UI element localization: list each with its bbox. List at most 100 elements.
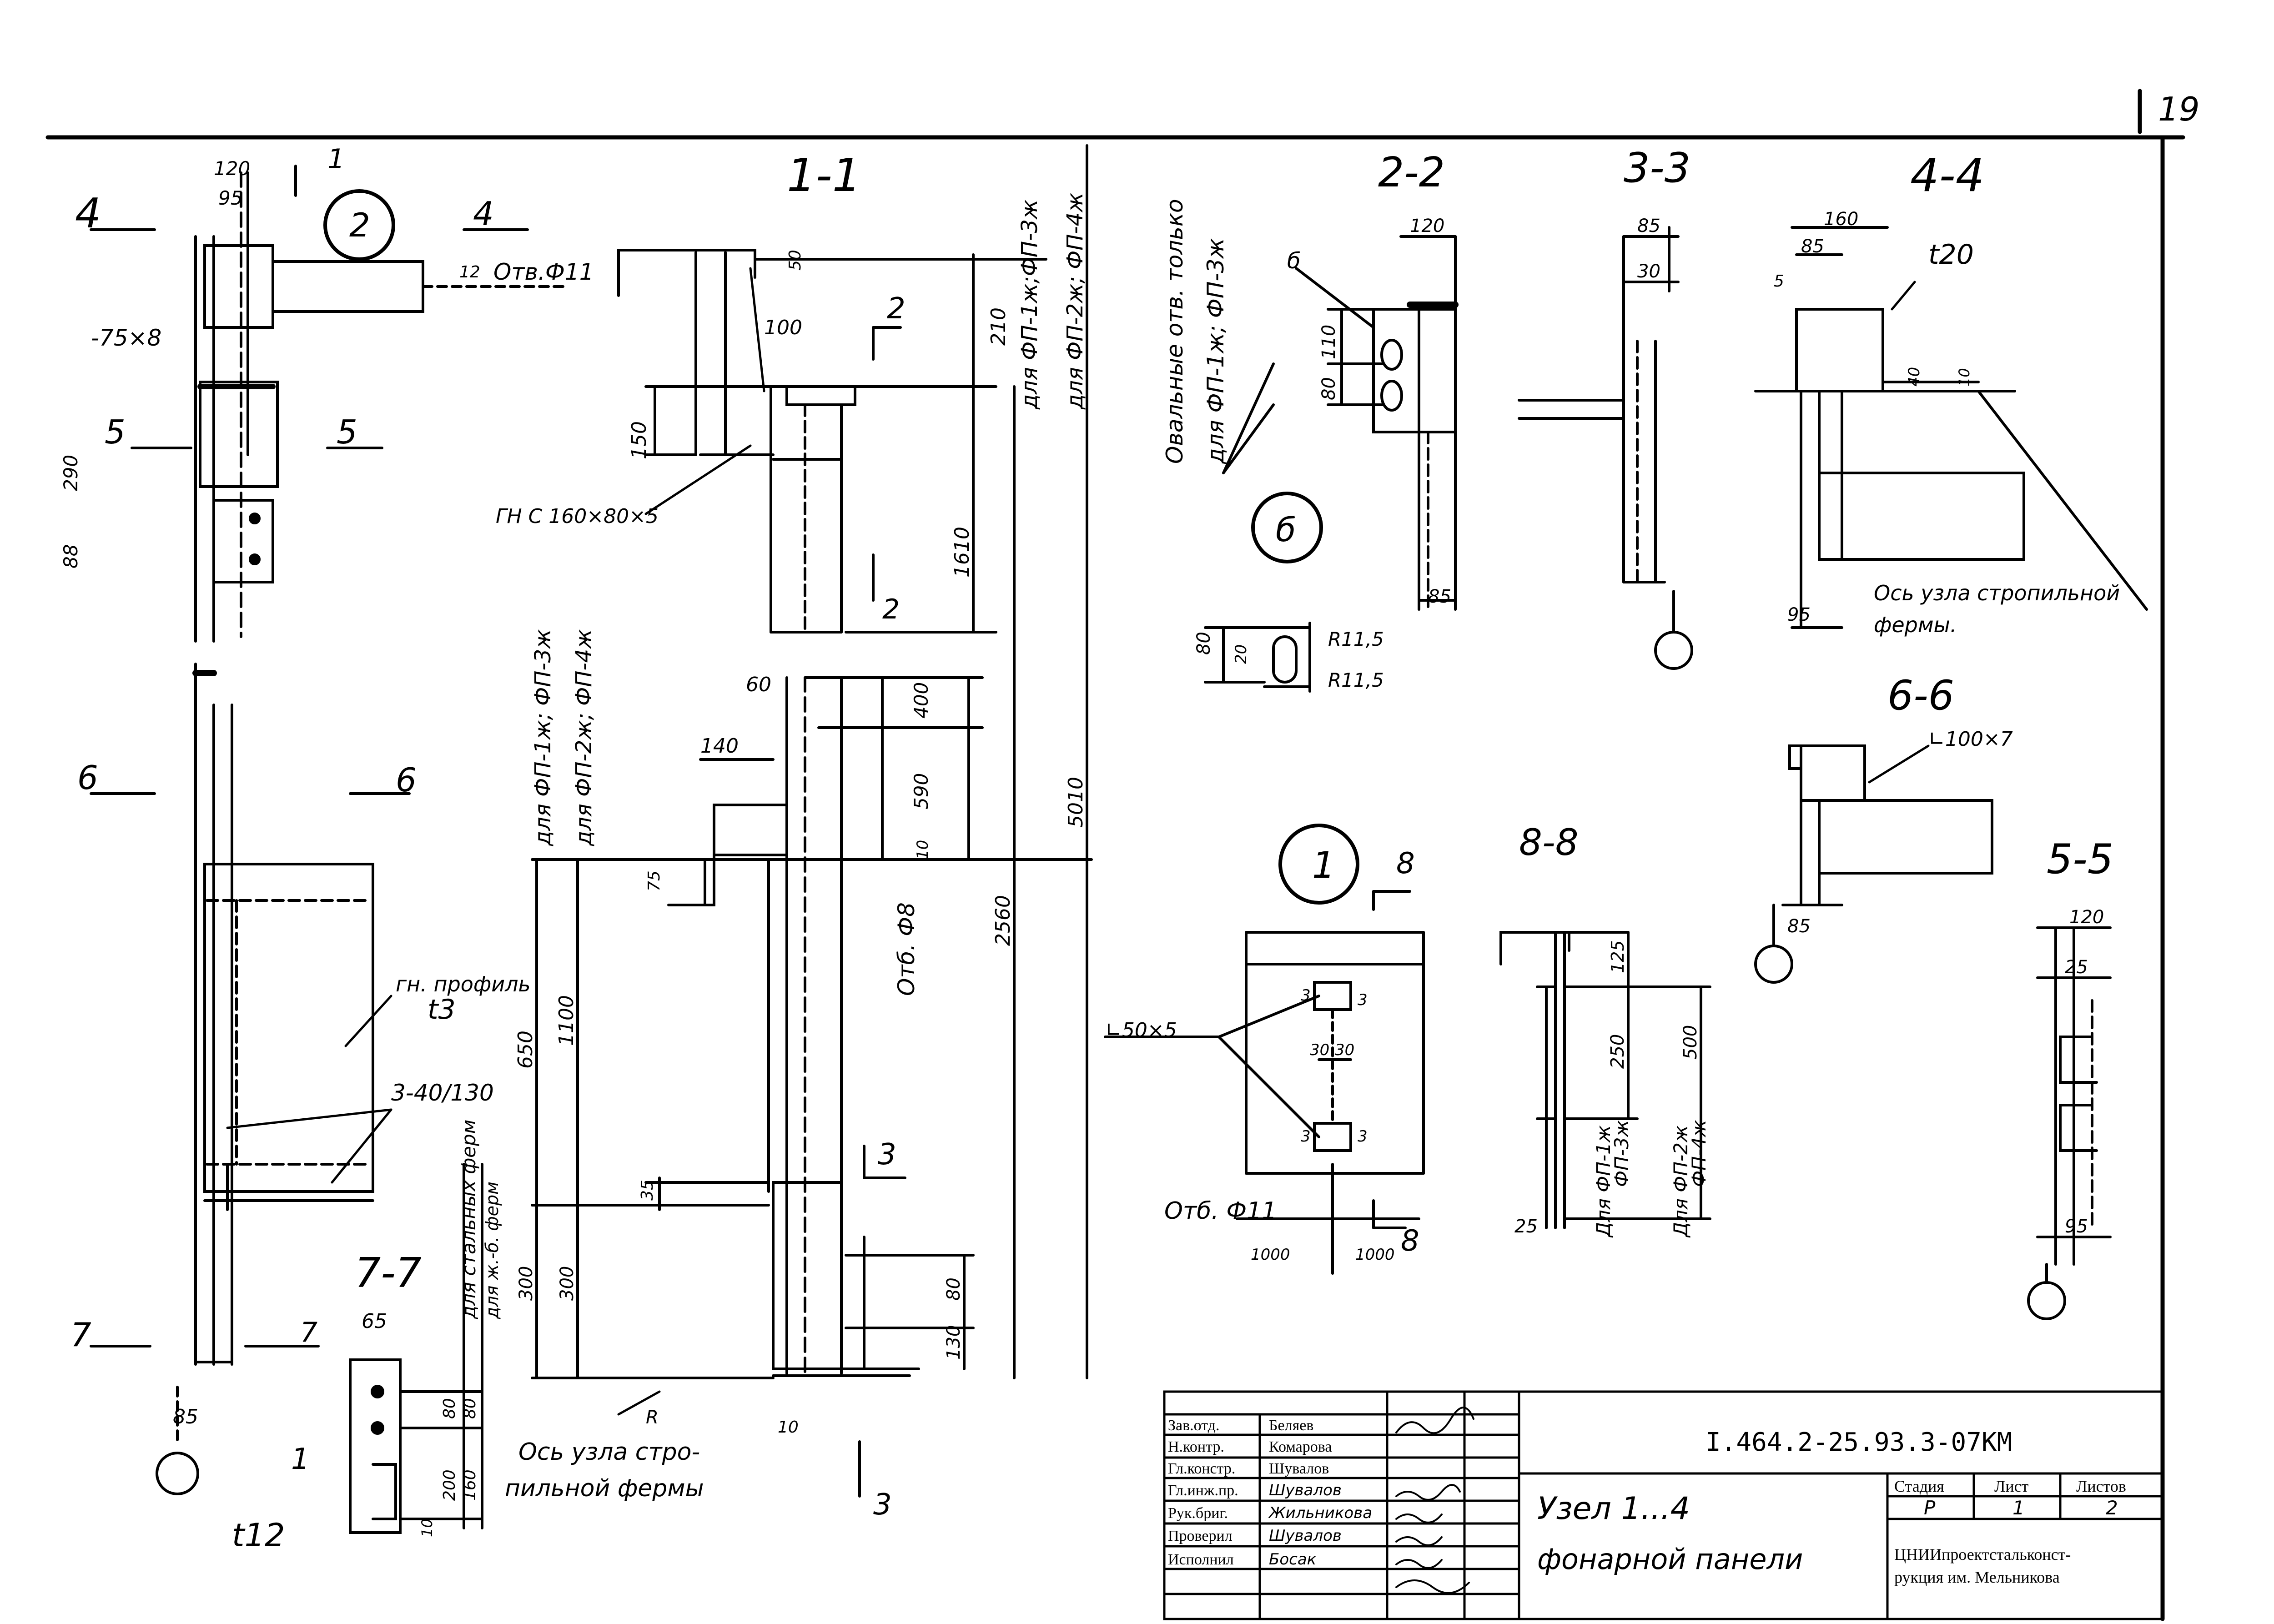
callout-oval-holes: Овальные отв. только (1162, 199, 1188, 464)
dim-80-11: 80 (943, 1277, 964, 1301)
callout-gn-160: ГН С 160×80×5 (496, 505, 659, 528)
dim-5010: 5010 (1064, 777, 1087, 828)
callout-top-fp24: для ФП-2ж; ФП-4ж (1062, 193, 1088, 410)
callout-t20: t20 (1928, 239, 1974, 271)
dim-30-n1b: 30 (1335, 1041, 1354, 1059)
page-number: 19 (2158, 90, 2200, 128)
dim-25-88: 25 (1514, 1216, 1538, 1237)
callout-oval-for: для ФП-1ж; ФП-3ж (1202, 238, 1229, 464)
callout-truss-axis-44: Ось узла стропильной (1874, 581, 2120, 605)
dim-3-n1c: 3 (1301, 1127, 1311, 1146)
section-6-6-title: 6-6 (1887, 672, 1954, 719)
cut-4-right: 4 (473, 195, 494, 233)
dim-40-44: 40 (1905, 367, 1923, 387)
tb-role-1: Н.контр. (1168, 1438, 1224, 1455)
callout-plate-75x8: -75×8 (91, 325, 161, 351)
section-3-3-title: 3-3 (1624, 144, 1690, 192)
title-block-sheets-label: Листов (2076, 1477, 2126, 1495)
title-block-sheets: 2 (2106, 1497, 2118, 1519)
dim-85-44: 85 (1801, 236, 1824, 257)
cut-4-left: 4 (75, 190, 101, 237)
dim-75: 75 (645, 870, 664, 891)
cut-6-left: 6 (77, 759, 98, 797)
callout-for-rc: для ж.-б. ферм (482, 1182, 502, 1319)
sheet-frame (45, 89, 2185, 1621)
dim-85-left: 85 (173, 1405, 198, 1428)
dim-10-44: 10 (1956, 368, 1973, 387)
dim-1610: 1610 (951, 527, 974, 578)
callout-angle-100: ∟100×7 (1928, 728, 2013, 751)
tb-role-2: Гл.констр. (1168, 1460, 1235, 1477)
callout-R115b: R11,5 (1328, 669, 1384, 691)
section-3-3-drawing (1518, 226, 1680, 634)
dim-160-44: 160 (1824, 209, 1858, 230)
section-2-2-title: 2-2 (1378, 149, 1445, 196)
cut-2-top: 2 (887, 292, 906, 326)
callout-for-fp24: для ФП-2ж; ФП-4ж (571, 629, 597, 846)
dim-85-33: 85 (1637, 216, 1660, 236)
callout-hole-11b: Отб. Ф11 (1164, 1197, 1277, 1225)
callout-R115a: R11,5 (1328, 628, 1384, 650)
callout-t3: t3 (428, 994, 456, 1026)
cut-7-right: 7 (300, 1317, 317, 1348)
node-2-circle (323, 189, 395, 261)
callout-fp88b2: ФП-4ж (1688, 1120, 1710, 1187)
node-6-circle (1251, 492, 1323, 563)
node-2-label: 2 (349, 206, 370, 244)
dim-95-55: 95 (2065, 1216, 2088, 1237)
dim-85-22: 85 (1428, 586, 1451, 607)
dim-65: 65 (362, 1310, 387, 1333)
dim-85-66: 85 (1787, 916, 1811, 937)
cut-3-top: 3 (878, 1138, 896, 1171)
node-6-ref: б (1287, 248, 1301, 274)
dim-95-44: 95 (1787, 604, 1811, 625)
title-block-stage: Р (1924, 1497, 1936, 1519)
dim-400: 400 (910, 682, 932, 719)
cut-marks-11 (858, 326, 906, 1498)
section-1-1-drawing (531, 144, 1093, 1379)
node-1-label: 1 (1312, 844, 1335, 886)
dim-30-n1a: 30 (1310, 1041, 1329, 1059)
section-8-8-title: 8-8 (1519, 821, 1579, 864)
section-1-1-title: 1-1 (787, 149, 861, 202)
cut-7-left: 7 (70, 1316, 91, 1354)
dim-3-n1a: 3 (1301, 986, 1311, 1005)
dim-30-33: 30 (1637, 261, 1660, 282)
callout-truss-axis-44b: фермы. (1874, 613, 1957, 637)
node-1-drawing (1104, 890, 1425, 1275)
cut-1-bottom: 1 (291, 1443, 310, 1476)
callout-truss-axis-bottom: Ось узла стро- (518, 1438, 700, 1466)
title-block-org-line2: рукция им. Мельникова (1894, 1568, 2060, 1586)
section-2-2-drawing (1222, 235, 1459, 611)
dim-1000-b: 1000 (1355, 1246, 1395, 1264)
tb-name-2: Шувалов (1269, 1460, 1329, 1477)
dim-200: 200 (440, 1469, 459, 1501)
title-block-sheet: 1 (2012, 1497, 2025, 1519)
section-4-4-drawing (1754, 226, 2148, 629)
node-1-circle (1278, 824, 1359, 905)
dim-650: 650 (514, 1031, 537, 1069)
dim-1100: 1100 (555, 995, 578, 1046)
tb-role-3: Гл.инж.пр. (1168, 1482, 1238, 1499)
cut-marks-left (90, 165, 529, 1347)
dim-120-left: 120 (214, 157, 250, 180)
callout-hole-8: Отб. Ф8 (893, 902, 920, 996)
title-block-stage-label: Стадия (1894, 1477, 1944, 1495)
dim-590: 590 (910, 773, 932, 809)
title-block-signatures (1395, 1407, 1474, 1594)
dim-95-left: 95 (218, 187, 242, 209)
callout-fp88b: Для ФП-2ж (1670, 1125, 1692, 1238)
cut-3-bottom: 3 (873, 1488, 892, 1522)
dim-35: 35 (638, 1180, 657, 1201)
title-block-org-line1: ЦНИИпроектстальконст- (1894, 1545, 2071, 1564)
section-5-5-title: 5-5 (2047, 835, 2113, 883)
cut-8-bottom: 8 (1401, 1224, 1419, 1258)
cut-1-top: 1 (327, 143, 345, 175)
callout-for-steel: для стальных ферм (458, 1120, 480, 1319)
tb-role-5: Проверил (1168, 1528, 1233, 1544)
dim-140: 140 (700, 734, 739, 758)
dim-210: 210 (987, 307, 1010, 346)
dim-80-6: 80 (1193, 632, 1214, 655)
callout-gn-profile: гн. профиль (396, 972, 531, 996)
